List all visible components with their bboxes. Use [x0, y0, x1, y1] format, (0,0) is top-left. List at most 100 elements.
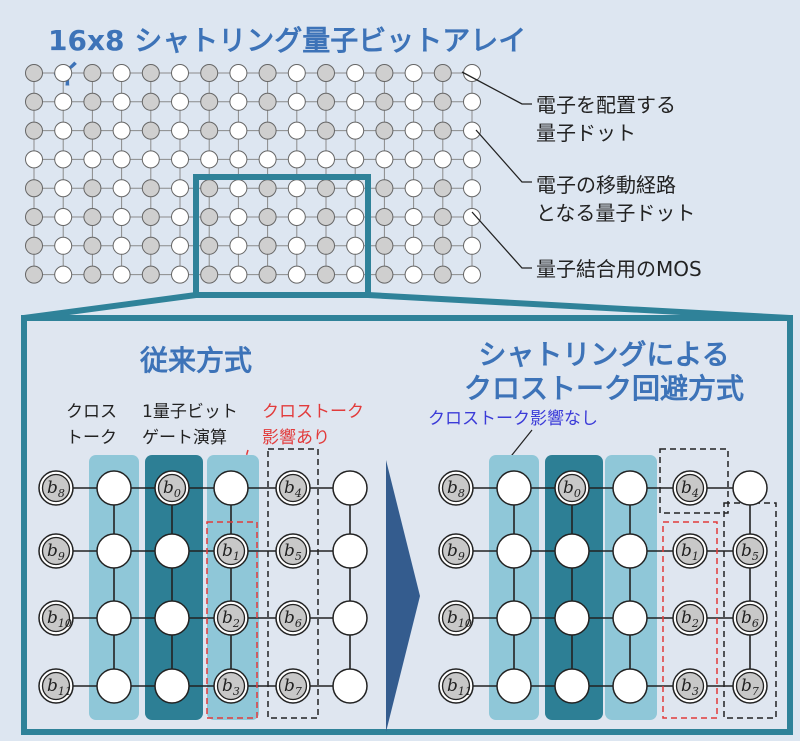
gate-column [545, 455, 603, 720]
path-quantum-dot [287, 92, 306, 111]
path-quantum-dot [112, 64, 131, 82]
electron-quantum-dot [83, 179, 102, 198]
qubit-subscript-b6: 6 [295, 617, 302, 630]
left-crosstalk-line2: トーク [66, 428, 117, 448]
path-quantum-dot [229, 208, 248, 226]
zoom-connector [23, 292, 791, 321]
electron-quantum-dot [200, 121, 219, 140]
qubit-b1 [216, 536, 246, 566]
qubit-subscript-b11: 11 [458, 685, 472, 698]
electron-quantum-dot [433, 265, 452, 284]
electron-quantum-dot [83, 121, 102, 140]
path-quantum-dot [229, 92, 248, 111]
qubit-subscript-b6: 6 [752, 617, 759, 630]
path-quantum-dot [96, 668, 132, 704]
path-quantum-dot [732, 470, 768, 506]
qubit-subscript-b8: 8 [58, 487, 65, 500]
electron-quantum-dot [25, 236, 43, 255]
qubit-b9 [41, 536, 71, 566]
path-quantum-dot [200, 150, 219, 169]
path-quantum-dot [612, 668, 648, 704]
path-quantum-dot [554, 668, 590, 704]
path-quantum-dot [346, 92, 365, 111]
qubit-subscript-b9: 9 [58, 550, 65, 563]
electron-quantum-dot [25, 179, 43, 198]
b4-shuttle-box [659, 448, 729, 514]
qubit-b2 [216, 603, 246, 633]
legend-leaders [461, 71, 532, 269]
path-quantum-dot [96, 533, 132, 569]
electron-quantum-dot [258, 121, 277, 140]
qubit-subscript-b8: 8 [458, 487, 465, 500]
right-no-crosstalk: クロストーク影響なし [428, 409, 598, 429]
path-quantum-dot [404, 179, 423, 198]
path-quantum-dot [54, 64, 73, 82]
electron-quantum-dot [25, 92, 43, 111]
right-heading-line1: シャトリングによる [478, 338, 729, 371]
electron-quantum-dot [200, 236, 219, 255]
electron-quantum-dot [141, 236, 160, 255]
electron-quantum-dot [317, 208, 335, 226]
path-quantum-dot [554, 600, 590, 636]
qubit-subscript-b2: 2 [232, 617, 240, 630]
path-quantum-dot [54, 150, 73, 169]
path-quantum-dot [346, 121, 365, 140]
electron-quantum-dot [83, 236, 102, 255]
electron-quantum-dot [141, 265, 160, 284]
electron-quantum-dot [141, 92, 160, 111]
leader-dot [461, 71, 532, 105]
qubit-b7 [278, 671, 308, 701]
qubit-subscript-b4: 4 [294, 487, 302, 500]
qubit-subscript-b3: 3 [233, 685, 240, 698]
path-quantum-dot [463, 208, 481, 226]
qubit-subscript-b3: 3 [692, 685, 699, 698]
path-quantum-dot [54, 265, 73, 284]
electron-quantum-dot [83, 92, 102, 111]
qubit-subscript-b10: 10 [58, 617, 72, 630]
path-quantum-dot [463, 150, 481, 169]
electron-quantum-dot [433, 179, 452, 198]
qubit-b9 [441, 536, 471, 566]
qubit-b5 [278, 536, 308, 566]
electron-quantum-dot [317, 179, 335, 198]
qubit-subscript-b0: 0 [574, 487, 581, 500]
electron-quantum-dot [258, 265, 277, 284]
path-quantum-dot [154, 668, 190, 704]
left-heading: 従来方式 [139, 344, 252, 377]
path-quantum-dot [287, 236, 306, 255]
left-crosstalk-line1: クロス [66, 402, 117, 422]
path-quantum-dot [612, 600, 648, 636]
qubit-b7 [735, 671, 765, 701]
left-gate-line2: ゲート演算 [142, 428, 227, 448]
path-quantum-dot [141, 150, 160, 169]
legend-mos: 量子結合用のMOS [536, 257, 702, 281]
right-heading-line2: クロストーク回避方式 [464, 372, 744, 405]
path-quantum-dot [229, 121, 248, 140]
path-quantum-dot [346, 208, 365, 226]
electron-quantum-dot [83, 265, 102, 284]
electron-quantum-dot [375, 121, 394, 140]
title: 16x8 シャトリング量子ビットアレイ [48, 24, 526, 57]
qubit-b3 [675, 671, 705, 701]
path-quantum-dot [346, 236, 365, 255]
qubit-subscript-b10: 10 [458, 617, 472, 630]
electron-quantum-dot [433, 208, 452, 226]
path-quantum-dot [258, 150, 277, 169]
left-affected-line2: 影響あり [262, 428, 330, 448]
path-quantum-dot [154, 600, 190, 636]
path-quantum-dot [317, 150, 335, 169]
path-quantum-dot [404, 265, 423, 284]
electron-quantum-dot [83, 64, 102, 82]
path-quantum-dot [463, 179, 481, 198]
path-quantum-dot [171, 64, 189, 82]
path-quantum-dot [112, 208, 131, 226]
path-quantum-dot [96, 470, 132, 506]
path-quantum-dot [54, 179, 73, 198]
electron-quantum-dot [25, 64, 43, 82]
qubit-subscript-b1: 1 [233, 550, 240, 563]
path-quantum-dot [496, 668, 532, 704]
path-quantum-dot [54, 121, 73, 140]
qubit-b3 [216, 671, 246, 701]
